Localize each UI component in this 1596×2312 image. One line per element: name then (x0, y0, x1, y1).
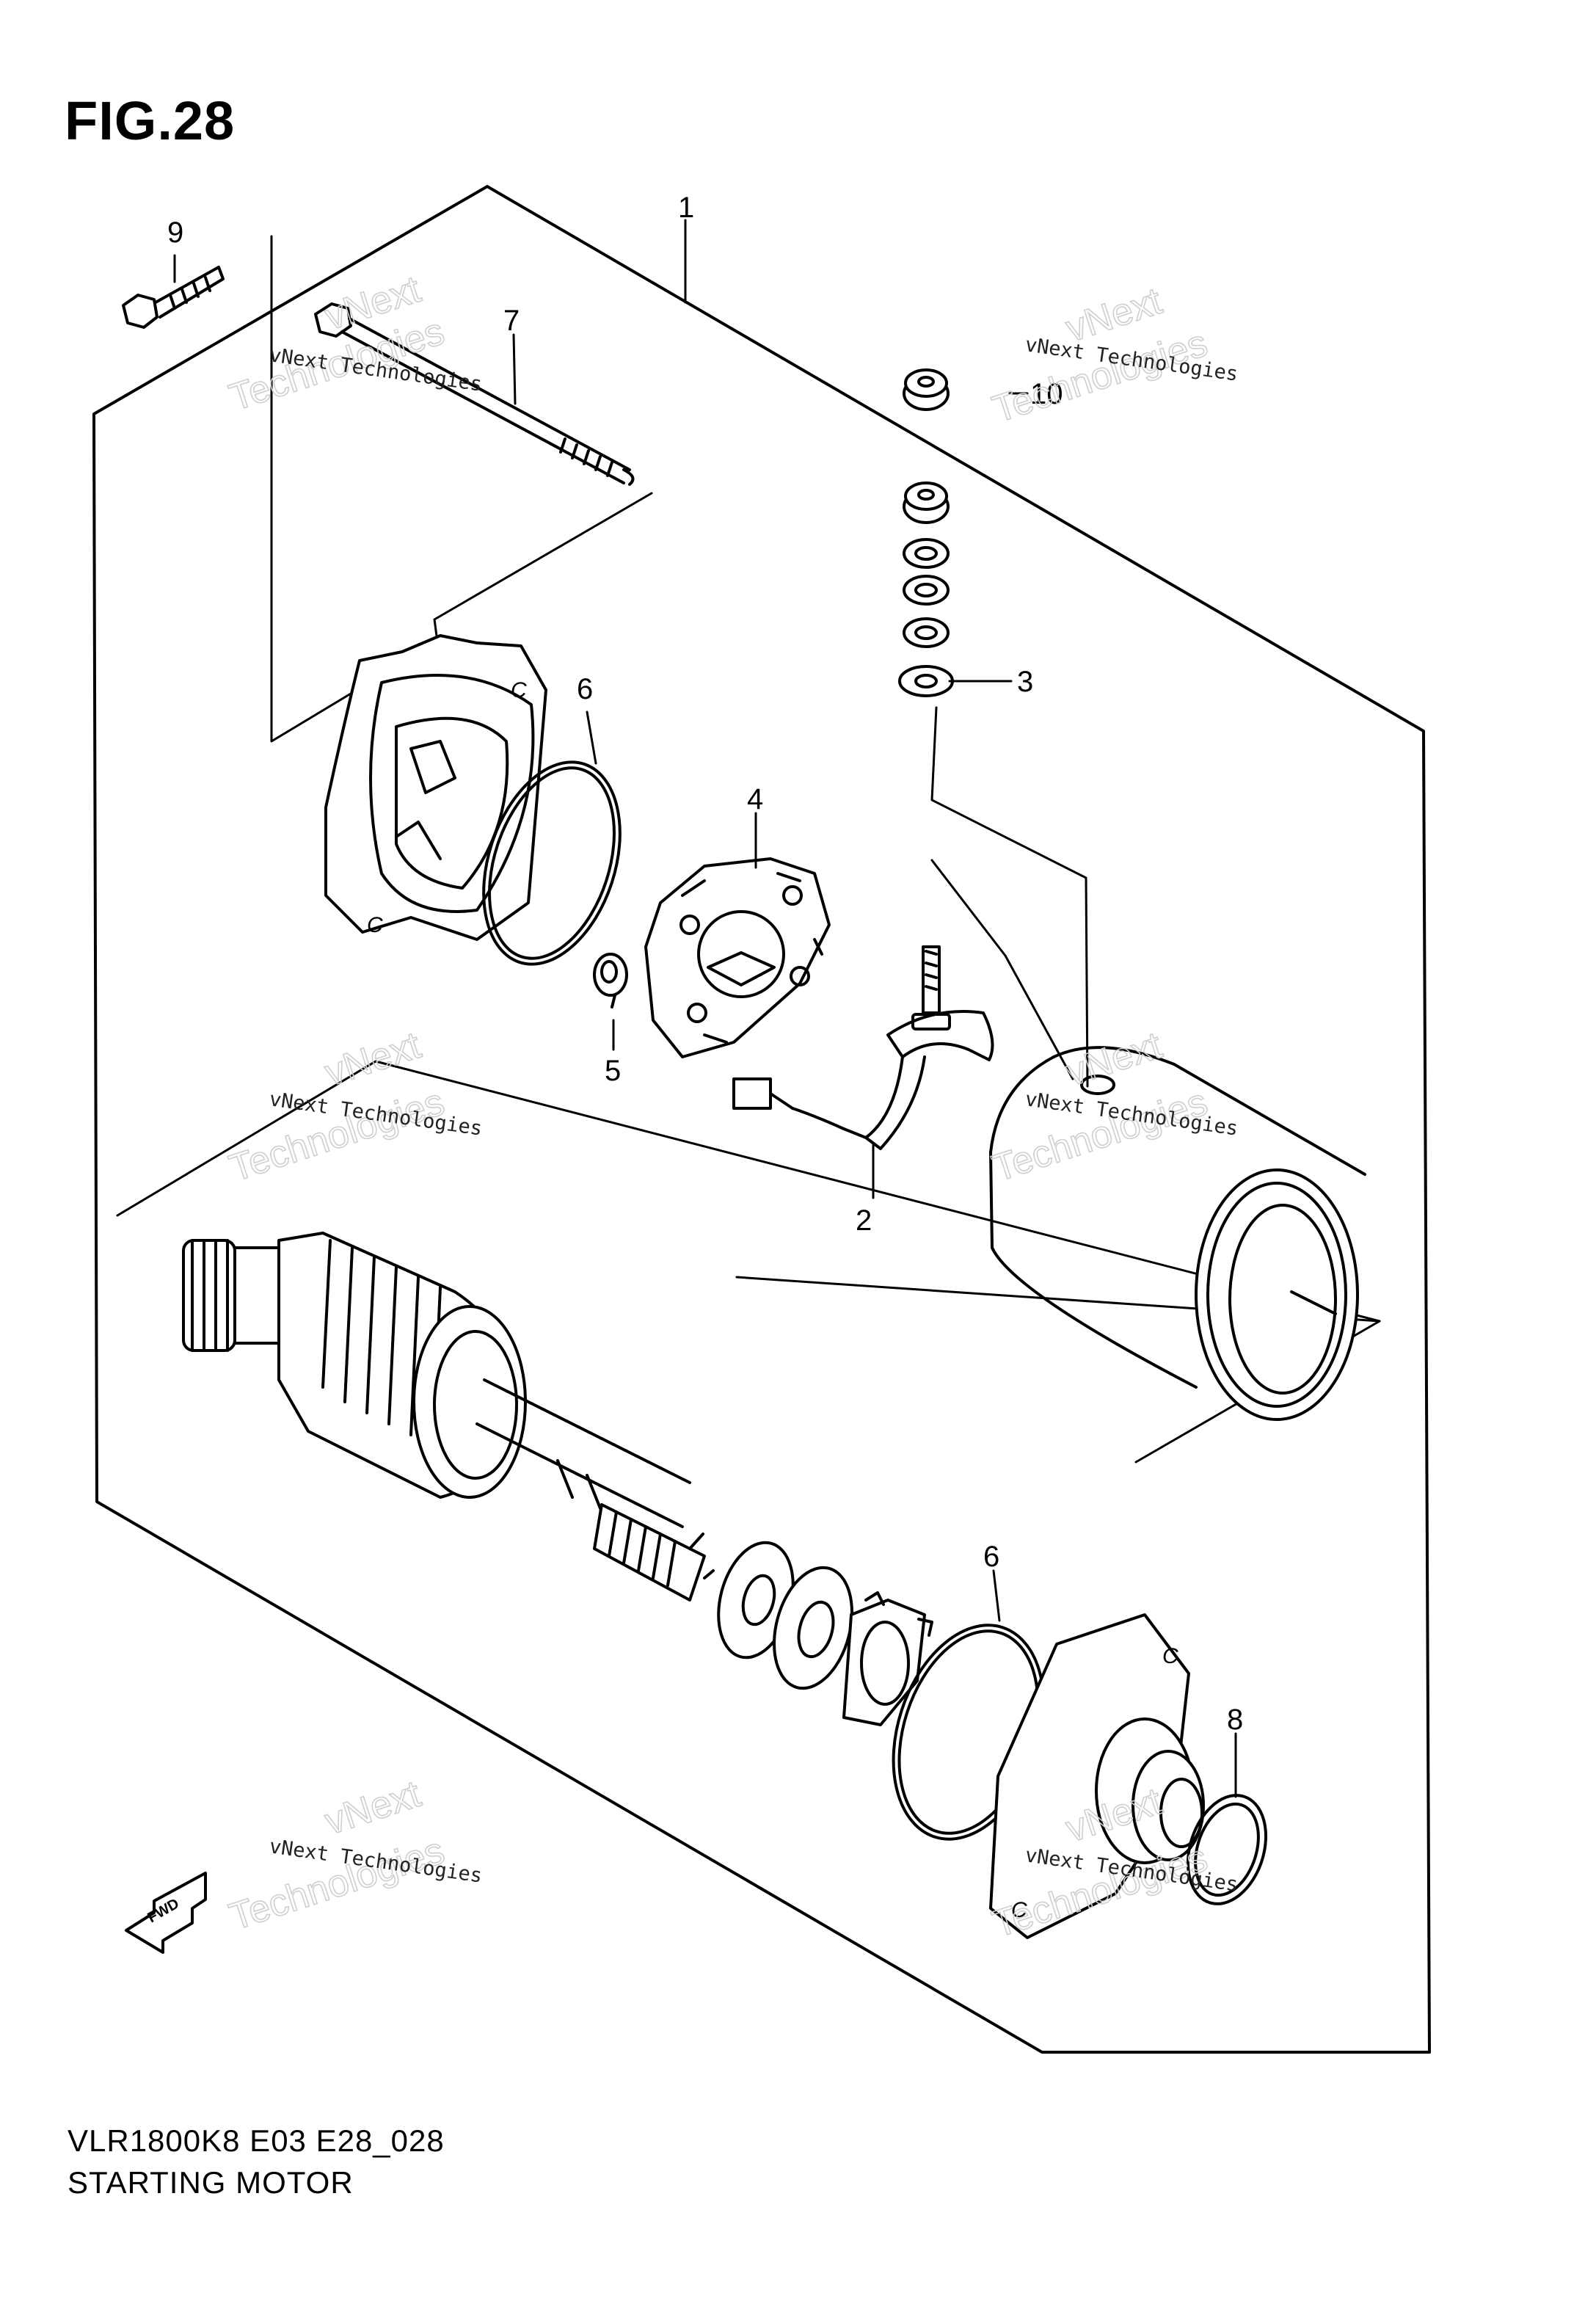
callout-2: 2 (856, 1204, 872, 1237)
callout-4: 4 (747, 783, 763, 815)
leader-lines (173, 219, 1237, 1798)
nut-part-10 (903, 368, 950, 411)
callout-3: 3 (1017, 666, 1033, 698)
flange-bolt-part-9 (122, 266, 225, 329)
callout-labels: 1 2 3 4 5 6 6 7 8 9 10 (167, 192, 1243, 1736)
front-end-cover: C C (989, 1613, 1205, 1939)
fwd-direction-marker: FWD (125, 1872, 207, 1954)
rear-end-cover: C C (324, 634, 547, 941)
through-bolt-part-7 (314, 302, 635, 486)
model-code: VLR1800K8 E03 E28_028 (68, 2123, 445, 2158)
figure-caption: STARTING MOTOR (68, 2165, 354, 2200)
armature-bracket (116, 1060, 1381, 1323)
lock-plate (842, 1591, 933, 1726)
seal-ring-part-8 (1186, 1794, 1268, 1905)
callout-1: 1 (678, 192, 694, 224)
svg-text:Technologies: Technologies (988, 1080, 1213, 1190)
brush-holder-part-4 (644, 857, 831, 1058)
watermark-top-right: vNext Technologies vNext Technologies (987, 279, 1239, 432)
svg-text:vNext: vNext (320, 1024, 426, 1094)
thrust-washer-2 (773, 1566, 853, 1690)
callout-7: 7 (503, 305, 520, 337)
svg-text:C: C (511, 678, 527, 702)
figure-title: FIG.28 (65, 90, 236, 151)
svg-text:C: C (1162, 1644, 1178, 1668)
armature-assembly (182, 1232, 715, 1602)
svg-text:vNext: vNext (320, 1773, 426, 1843)
callout-9: 9 (167, 217, 183, 249)
watermark-top-left: vNext Technologies vNext Technologies (224, 267, 484, 420)
watermark-mid-right: vNext Technologies vNext Technologies (987, 1023, 1239, 1190)
assembly-outline (92, 185, 1431, 2054)
svg-text:C: C (1011, 1898, 1027, 1922)
bushing-part-5 (593, 953, 628, 1008)
brush-terminal-part-2 (732, 945, 994, 1150)
motor-yoke (989, 1046, 1366, 1421)
callout-5: 5 (605, 1055, 621, 1087)
washer-stack-part-3 (898, 481, 954, 697)
callout-6-upper: 6 (577, 673, 593, 705)
callout-10: 10 (1030, 378, 1063, 410)
watermark-bottom-left: vNext Technologies vNext Technologies (224, 1772, 484, 1939)
svg-text:C: C (367, 913, 383, 937)
callout-6-lower: 6 (983, 1541, 999, 1573)
callout-8: 8 (1227, 1704, 1243, 1736)
o-ring-part-6-upper (482, 760, 622, 966)
watermark-mid-left: vNext Technologies vNext Technologies (224, 1023, 484, 1190)
